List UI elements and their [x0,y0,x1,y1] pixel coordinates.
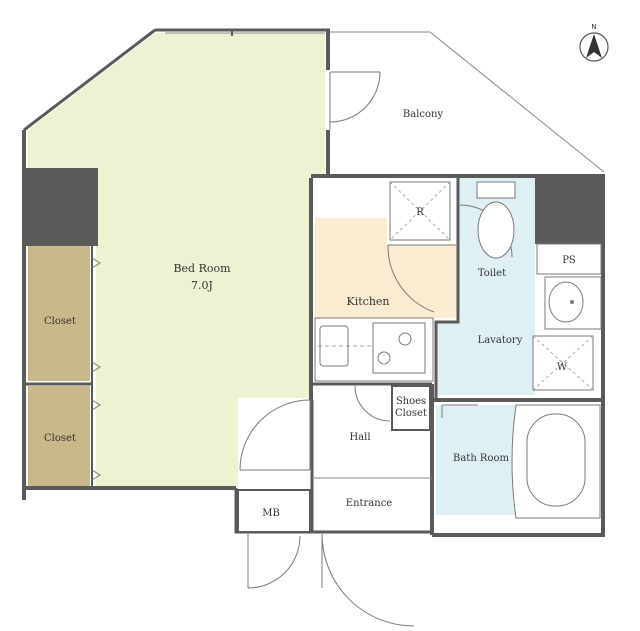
balcony-label: Balcony [403,109,444,120]
refrigerator-diag-2 [389,181,451,241]
bedroom-area [28,33,325,487]
wall-lavatory-left [434,178,460,398]
bathroom-label: Bath Room [453,453,510,464]
closet-hinge-4 [91,469,101,481]
bedroom-size: 7.0J [191,279,213,292]
bedroom-door [239,399,311,471]
lavatory-basin [548,281,584,323]
shoes-closet-label-1: Shoes [396,396,426,407]
north-compass: N [579,23,609,62]
refrigerator-diag-1 [389,181,451,241]
shoes-closet-door [354,385,391,422]
kitchen-area [315,218,458,318]
closet-lower-area [28,386,90,486]
hall-label: Hall [349,432,370,443]
kitchen-sink [319,325,349,367]
kitchen-label: Kitchen [347,295,390,308]
burner-2 [398,332,412,346]
closet-lower-label: Closet [44,433,76,444]
lavatory-drain [570,300,574,304]
bathtub [526,413,586,507]
entrance-label: Entrance [346,498,393,509]
washer-label: W [557,362,568,373]
compass-arrow-icon [586,34,602,58]
shoes-closet-box [391,385,431,431]
kitchen-counter [314,317,434,382]
burner-1 [377,351,391,365]
balcony-outline [330,31,605,173]
refrigerator-label: R [416,207,424,218]
entrance-door [321,533,415,627]
mb-door [247,534,301,589]
bathroom-door [441,404,478,418]
washer-diag-2 [532,335,594,391]
wall-right-block [535,176,605,244]
balcony-door [329,71,381,123]
bedroom-name: Bed Room [173,262,231,275]
mb-box [237,489,311,533]
closet-hinge-1 [91,257,101,269]
wall-left-block [22,168,98,246]
toilet-label: Toilet [478,268,506,279]
bathroom-floor-area [436,405,516,515]
toilet-tank [476,181,516,199]
ps-label: PS [562,255,576,266]
shoes-closet-label-2: Closet [395,408,427,419]
toilet-bowl [477,201,515,259]
lavatory-label: Lavatory [478,335,523,346]
wall-outer-top-diagonal [23,28,156,132]
ps-box [536,243,602,275]
closet-hinge-3 [91,399,101,411]
closet-upper-label: Closet [44,316,76,327]
closet-upper-area [28,245,90,381]
kitchen-door [387,244,458,313]
closet-hinge-2 [91,361,101,373]
washer-diag-1 [532,335,594,391]
compass-label: N [591,23,596,31]
mb-label: MB [262,508,280,519]
stovetop [372,322,426,374]
